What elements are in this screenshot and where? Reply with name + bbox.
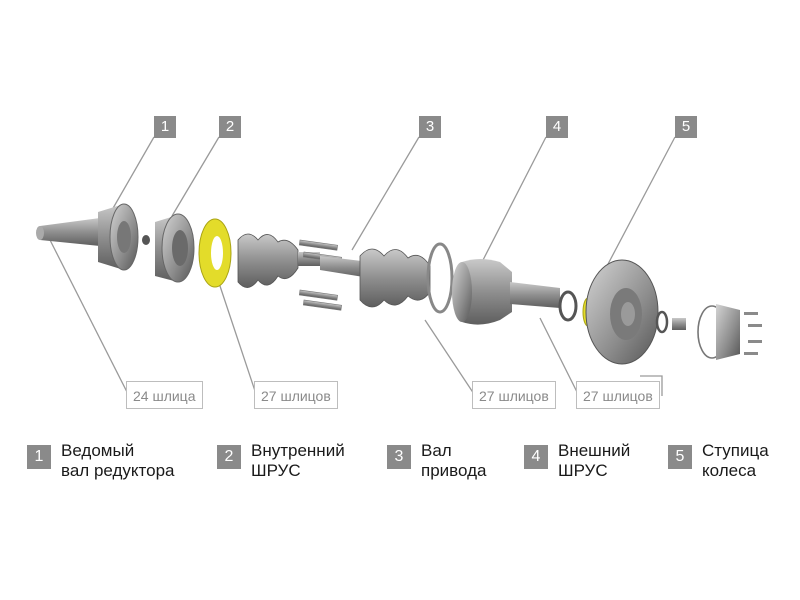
leader-spline-4 bbox=[539, 317, 579, 395]
outer-cv-joint-part bbox=[452, 259, 578, 325]
driven-shaft-part bbox=[36, 203, 150, 271]
leader-3 bbox=[351, 136, 420, 251]
legend-item-3: 3 Вал привода bbox=[387, 441, 486, 481]
legend-number-5: 5 bbox=[668, 445, 692, 469]
leader-spline-3 bbox=[424, 319, 475, 395]
legend-line2: привода bbox=[421, 461, 487, 480]
legend-line2: ШРУС bbox=[251, 461, 301, 480]
leader-2 bbox=[171, 136, 220, 217]
legend-line1: Внутренний bbox=[251, 441, 345, 460]
legend-number-3: 3 bbox=[387, 445, 411, 469]
legend-line2: ШРУС bbox=[558, 461, 608, 480]
leader-lines bbox=[49, 136, 676, 396]
legend-item-1: 1 Ведомый вал редуктора bbox=[27, 441, 174, 481]
leader-4 bbox=[481, 136, 547, 263]
wheel-hub-part bbox=[582, 259, 762, 365]
legend-text-1: Ведомый вал редуктора bbox=[61, 441, 174, 481]
drive-shaft-part bbox=[320, 242, 454, 314]
spline-label-1: 24 шлица bbox=[126, 381, 203, 409]
legend-line2: колеса bbox=[702, 461, 757, 480]
legend-text-5: Ступица колеса bbox=[702, 441, 769, 481]
legend-text-4: Внешний ШРУС bbox=[558, 441, 630, 481]
spline-label-3: 27 шлицов bbox=[472, 381, 556, 409]
leader-spline-2 bbox=[213, 267, 257, 395]
legend-line1: Ступица bbox=[702, 441, 769, 460]
legend-number-1: 1 bbox=[27, 445, 51, 469]
legend-item-4: 4 Внешний ШРУС bbox=[524, 441, 630, 481]
legend-line1: Вал bbox=[421, 441, 452, 460]
legend-text-2: Внутренний ШРУС bbox=[251, 441, 345, 481]
callout-3: 3 bbox=[419, 116, 441, 138]
spline-label-2: 27 шлицов bbox=[254, 381, 338, 409]
legend-line1: Внешний bbox=[558, 441, 631, 460]
bolts bbox=[298, 239, 342, 311]
legend-number-4: 4 bbox=[524, 445, 548, 469]
leader-spline-1 bbox=[49, 239, 129, 395]
legend-item-2: 2 Внутренний ШРУС bbox=[217, 441, 345, 481]
leader-spline-4b bbox=[640, 375, 663, 396]
callout-5: 5 bbox=[675, 116, 697, 138]
legend-line1: Ведомый bbox=[61, 441, 135, 460]
legend-item-5: 5 Ступица колеса bbox=[668, 441, 769, 481]
legend-line2: вал редуктора bbox=[61, 461, 175, 480]
callout-4: 4 bbox=[546, 116, 568, 138]
callout-1: 1 bbox=[154, 116, 176, 138]
leader-1 bbox=[111, 136, 155, 211]
spline-label-4: 27 шлицов bbox=[576, 381, 660, 409]
inner-cv-joint-part bbox=[155, 213, 320, 288]
legend-text-3: Вал привода bbox=[421, 441, 486, 481]
legend-number-2: 2 bbox=[217, 445, 241, 469]
callout-2: 2 bbox=[219, 116, 241, 138]
